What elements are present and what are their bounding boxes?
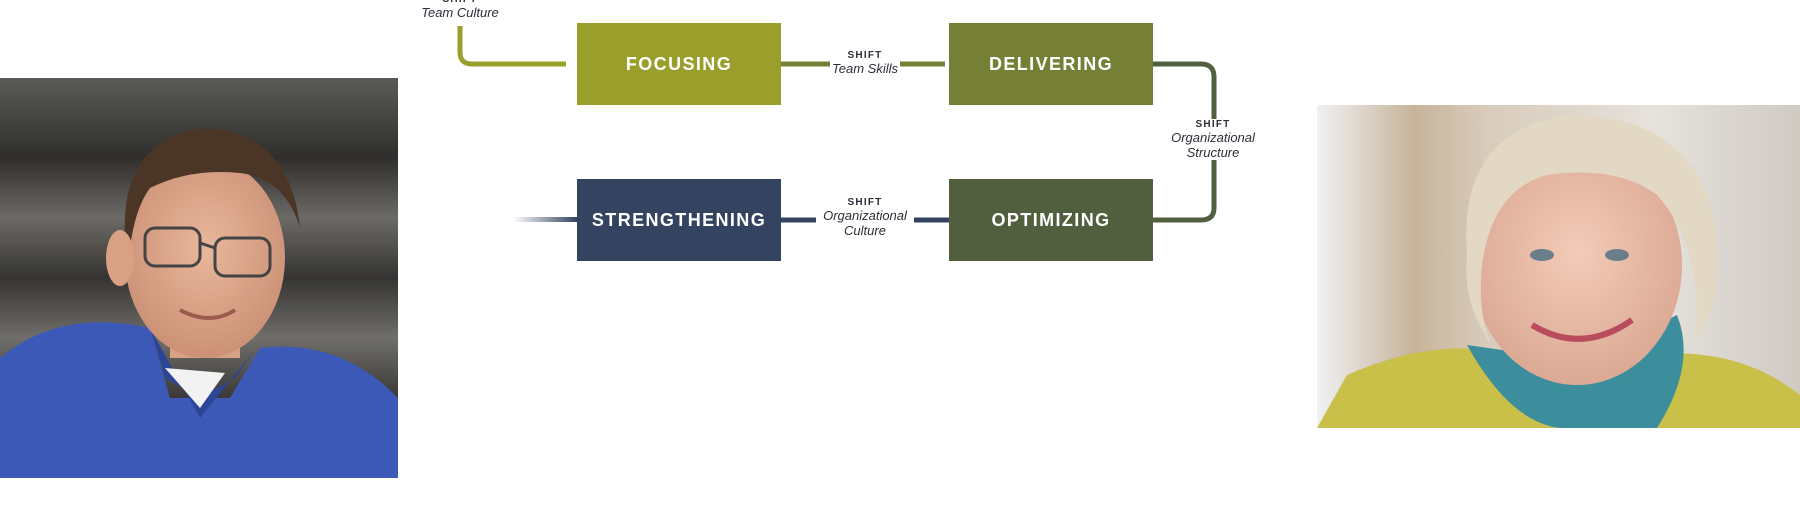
portrait-woman-photo [1317, 105, 1800, 428]
portrait-man-photo [0, 78, 398, 478]
stage-focusing: FOCUSING [577, 23, 781, 105]
connector-team-culture [457, 26, 568, 67]
shift-keyword: SHIFT [847, 50, 883, 61]
shift-label-org-structure: SHIFT Organizational Structure [1165, 119, 1261, 160]
stage-strengthening: STRENGTHENING [577, 179, 781, 261]
shift-value-line2: Structure [1186, 145, 1240, 160]
stage-optimizing: OPTIMIZING [949, 179, 1153, 261]
stage-delivering: DELIVERING [949, 23, 1153, 105]
connector-fade-out [513, 217, 577, 222]
shift-value-line2: Culture [844, 223, 886, 238]
shift-keyword: SHIFT [847, 197, 883, 208]
shift-label-org-culture: SHIFT Organizational Culture [816, 197, 914, 238]
shift-label-team-culture: SHIFT Team Culture [415, 0, 505, 20]
shift-label-team-skills: SHIFT Team Skills [830, 50, 900, 76]
shift-value: Team Culture [421, 5, 499, 20]
shift-keyword: SHIFT [415, 0, 505, 5]
shift-value-line1: Organizational [1171, 130, 1255, 145]
arrow-into-focusing [566, 57, 577, 71]
shift-value-line1: Organizational [823, 208, 907, 223]
shift-value: Team Skills [832, 61, 898, 76]
shift-keyword: SHIFT [1195, 119, 1231, 130]
